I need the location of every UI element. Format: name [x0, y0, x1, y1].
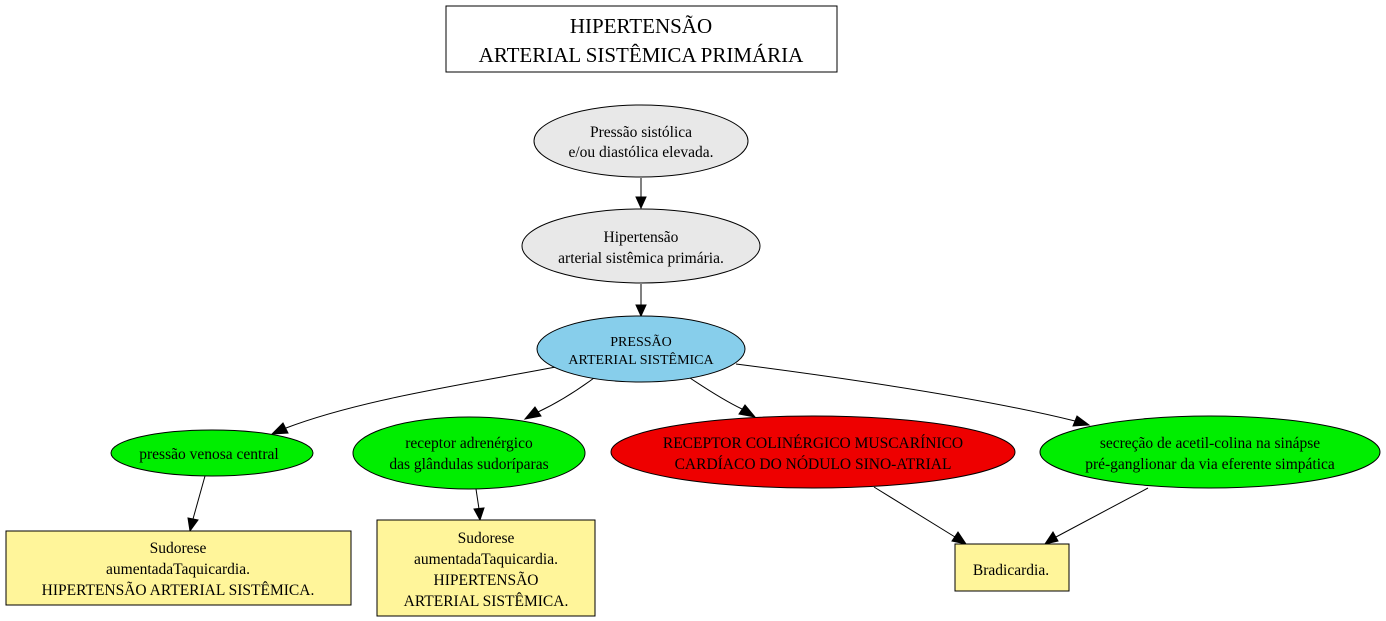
- node-label-line-2: e/ou diastólica elevada.: [568, 144, 713, 161]
- node-pressao-arterial: PRESSÃO ARTERIAL SISTÊMICA: [536, 315, 746, 383]
- node-label-line-1: secreção de acetil-colina na sinápse: [1100, 435, 1320, 452]
- box-label-line-1: Sudorese: [150, 540, 207, 557]
- arrowhead: [1043, 531, 1059, 545]
- title-line-2: ARTERIAL SISTÊMICA PRIMÁRIA: [479, 43, 804, 67]
- edge-pressao-to-venosa: [285, 366, 557, 429]
- arrowhead: [951, 531, 968, 545]
- node-label-line-1: Hipertensão: [604, 229, 679, 246]
- node-receptor-colinergico: RECEPTOR COLINÉRGICO MUSCARÍNICO CARDÍAC…: [610, 415, 1016, 489]
- edge-pressao-to-adrenergico: [537, 377, 595, 413]
- title-line-1: HIPERTENSÃO: [570, 14, 712, 38]
- box-sudorese-1: Sudorese aumentadaTaquicardia. HIPERTENS…: [5, 530, 352, 606]
- edges: [187, 178, 1149, 545]
- node-label-line-2: CARDÍACO DO NÓDULO SINO-ATRIAL: [675, 456, 952, 473]
- node-pressao-venosa: pressão venosa central: [110, 429, 314, 477]
- box-bradicardia: Bradicardia.: [954, 543, 1070, 592]
- node-label-line-2: das glândulas sudoríparas: [389, 456, 548, 473]
- title-frame: [445, 5, 838, 73]
- edge-pressao-to-secrecao: [735, 363, 1076, 422]
- node-label-line-1: RECEPTOR COLINÉRGICO MUSCARÍNICO: [663, 435, 963, 452]
- edge-pressao-to-colinergico: [689, 377, 743, 410]
- box-label-line-4: ARTERIAL SISTÊMICA.: [404, 593, 569, 610]
- box-label-line-1: Sudorese: [458, 530, 515, 547]
- node-shape: [536, 315, 746, 383]
- node-label-line-2: pré-ganglionar da via eferente simpática: [1085, 456, 1335, 473]
- node-label-line-1: PRESSÃO: [610, 334, 671, 350]
- node-receptor-adrenergico: receptor adrenérgico das glândulas sudor…: [352, 416, 586, 490]
- box-label-line-2: aumentadaTaquicardia.: [414, 551, 558, 568]
- node-label-line-2: arterial sistêmica primária.: [558, 250, 724, 267]
- arrowhead: [738, 404, 757, 418]
- arrowhead: [473, 507, 485, 522]
- node-label-line-1: Pressão sistólica: [590, 124, 692, 141]
- box-label-line-2: aumentadaTaquicardia.: [106, 561, 250, 578]
- box-shape: [376, 519, 596, 617]
- node-shape: [1039, 415, 1381, 489]
- arrowhead: [635, 304, 647, 318]
- arrowhead: [270, 422, 289, 435]
- edge-venosa-to-box1: [192, 475, 206, 520]
- box-label-line-3: HIPERTENSÃO ARTERIAL SISTÊMICA.: [42, 582, 315, 599]
- node-label-line-1: pressão venosa central: [139, 446, 278, 463]
- box-label-line-1: Bradicardia.: [973, 562, 1049, 579]
- edge-adrenergico-to-box2: [475, 488, 480, 510]
- node-secrecao-acetil: secreção de acetil-colina na sinápse pré…: [1039, 415, 1381, 489]
- edge-colinergico-to-box3: [873, 486, 956, 538]
- node-shape: [521, 208, 761, 284]
- node-label-line-2: ARTERIAL SISTÊMICA: [568, 351, 714, 368]
- box-shape: [954, 543, 1070, 592]
- node-pressao-sistolica: Pressão sistólica e/ou diastólica elevad…: [533, 104, 749, 178]
- edge-secrecao-to-box3: [1055, 487, 1149, 538]
- title-box: HIPERTENSÃO ARTERIAL SISTÊMICA PRIMÁRIA: [445, 5, 838, 73]
- node-shape: [352, 416, 586, 490]
- node-label-line-1: receptor adrenérgico: [405, 435, 533, 452]
- arrowhead: [523, 406, 542, 420]
- node-shape: [533, 104, 749, 178]
- arrowhead: [635, 196, 647, 210]
- node-shape: [610, 415, 1016, 489]
- node-hipertensao: Hipertensão arterial sistêmica primária.: [521, 208, 761, 284]
- box-sudorese-2: Sudorese aumentadaTaquicardia. HIPERTENS…: [376, 519, 596, 617]
- arrowhead: [187, 517, 199, 533]
- box-shape: [5, 530, 352, 606]
- arrowhead: [1072, 415, 1091, 427]
- node-shape: [110, 429, 314, 477]
- box-label-line-3: HIPERTENSÃO: [434, 572, 539, 589]
